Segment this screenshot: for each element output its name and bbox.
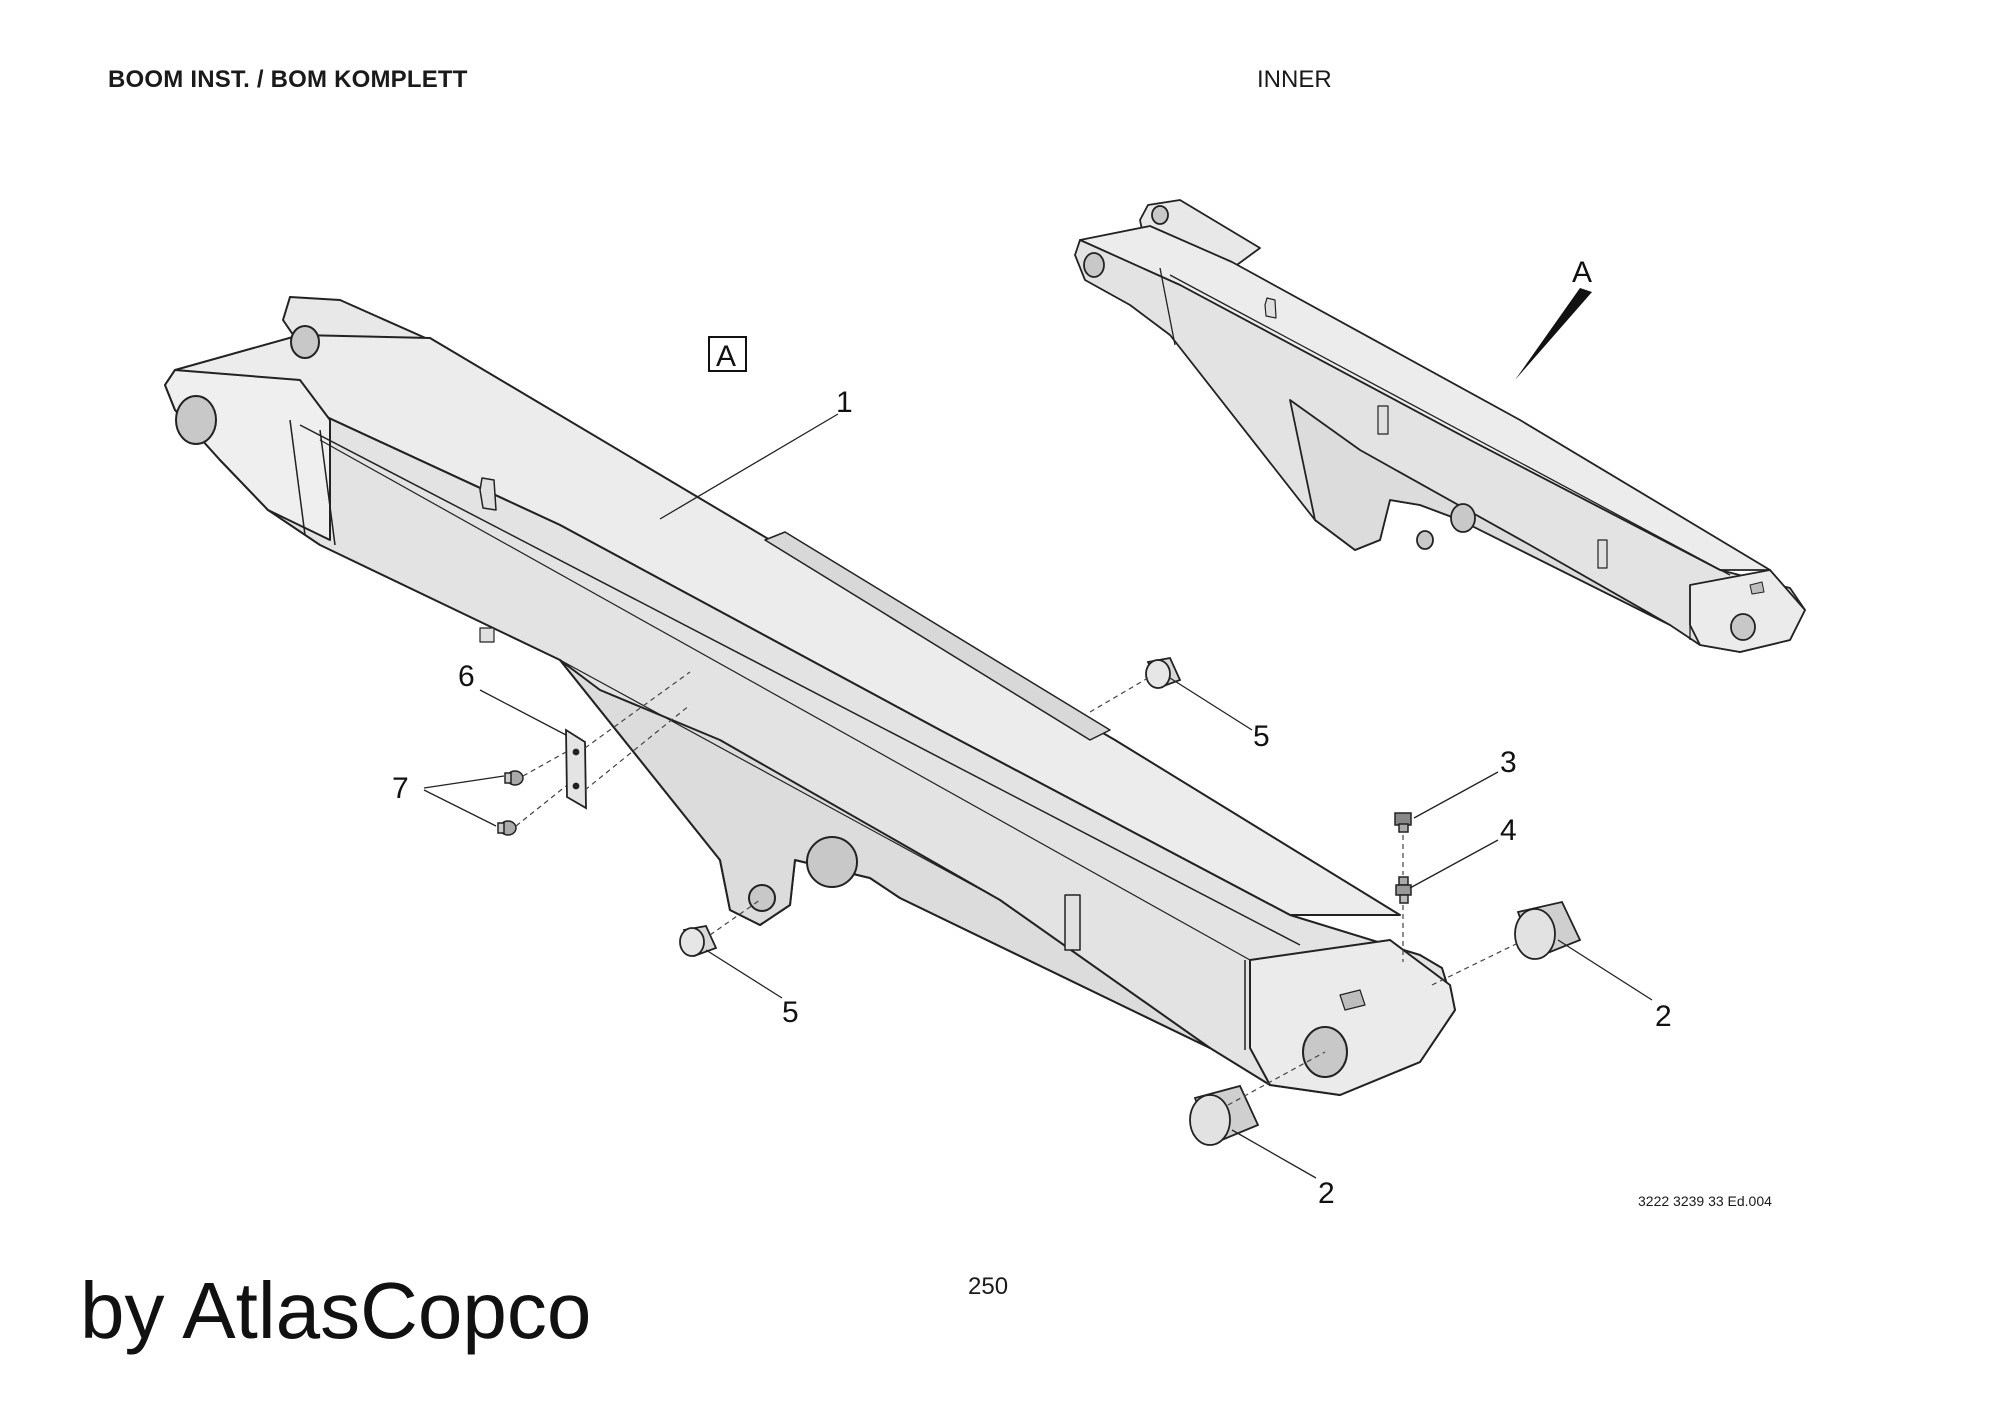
callout-2-right: 2	[1655, 1000, 1672, 1033]
inner-view-boom	[1074, 199, 1806, 653]
drawing-number: 3222 3239 33 Ed.004	[1638, 1193, 1772, 1209]
bushing-2-bottom	[1189, 1084, 1260, 1146]
plate-6	[565, 728, 587, 810]
bushing-2-right	[1514, 900, 1582, 960]
page-number: 250	[968, 1273, 1009, 1300]
detail-view-label: A	[1572, 256, 1592, 289]
callout-1: 1	[836, 386, 853, 419]
main-boom	[164, 296, 1456, 1096]
callout-2-bottom: 2	[1318, 1177, 1335, 1210]
assembly-lines	[515, 671, 1517, 1106]
screws-7	[497, 770, 524, 836]
page-title: BOOM INST. / BOM KOMPLETT	[108, 66, 468, 93]
bushing-5-upper	[1145, 656, 1182, 690]
bushing-5-lower	[679, 924, 718, 958]
callout-labels: 1 2 2 3 4 5 5 6 7	[392, 386, 1672, 1210]
page-subtitle: INNER	[1257, 66, 1332, 93]
reference-box: A	[708, 336, 747, 373]
callout-3: 3	[1500, 746, 1517, 779]
detail-indicator-arrow: A	[1515, 256, 1592, 380]
brand-watermark: by AtlasCopco	[80, 1266, 592, 1355]
reference-box-label: A	[716, 340, 736, 373]
callout-4: 4	[1500, 814, 1517, 847]
plug-3	[1394, 812, 1412, 833]
callout-6: 6	[458, 660, 475, 693]
callout-5-lower: 5	[782, 996, 799, 1029]
leader-lines	[423, 413, 1653, 1179]
callout-7: 7	[392, 772, 409, 805]
grease-nipple-4	[1395, 876, 1412, 904]
callout-5-upper: 5	[1253, 720, 1270, 753]
